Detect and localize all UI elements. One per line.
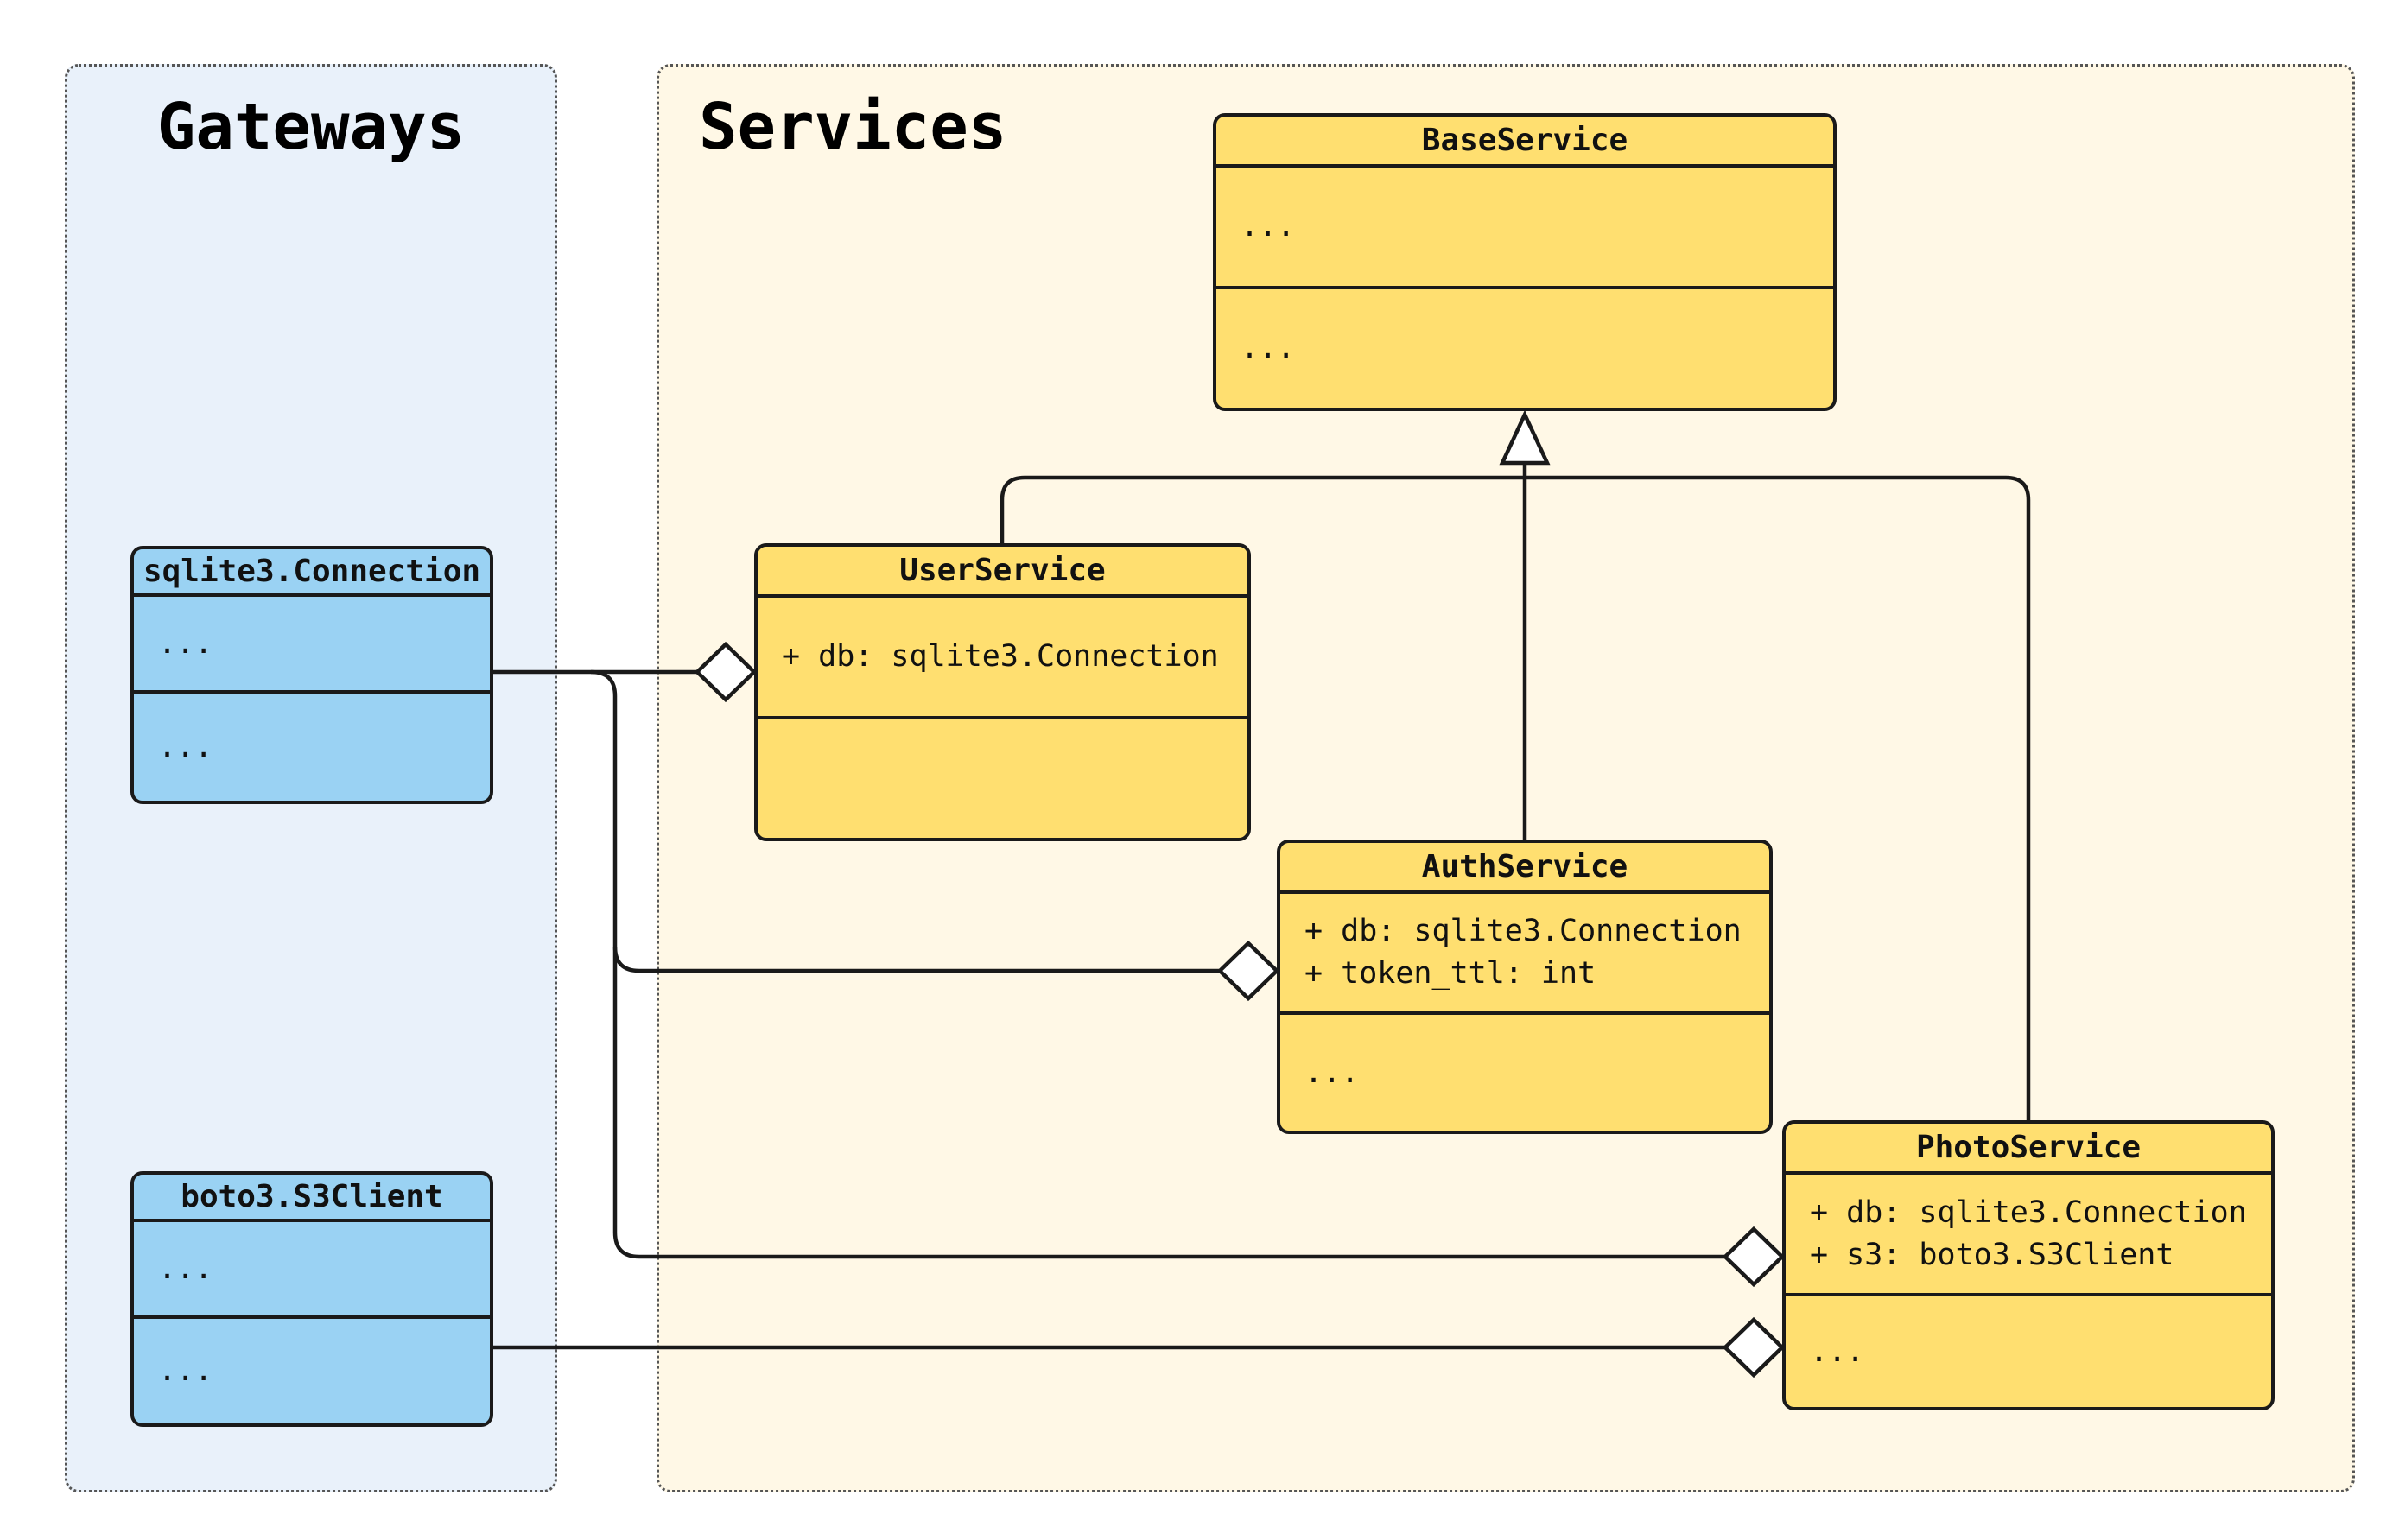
class-box-sqlite3-connection: sqlite3.Connection ... ... (130, 546, 493, 804)
class-box-baseservice: BaseService ... ... (1213, 113, 1837, 411)
attribute-line: + token_ttl: int (1304, 956, 1596, 991)
attribute-line: + db: sqlite3.Connection (1810, 1195, 2247, 1230)
attribute-line: ... (158, 1251, 213, 1286)
gateways-panel-title: Gateways (156, 90, 466, 164)
class-title: PhotoService (1915, 1130, 2142, 1165)
class-title: AuthService (1421, 849, 1628, 884)
class-methods-section: ... (1280, 1011, 1769, 1131)
attribute-line: ... (1241, 209, 1296, 244)
class-title: UserService (899, 553, 1106, 588)
class-attributes-section: ... (134, 593, 490, 690)
attribute-line: + db: sqlite3.Connection (1304, 914, 1742, 948)
attribute-line: + s3: boto3.S3Client (1810, 1237, 2174, 1272)
class-methods-section: ... (134, 1315, 490, 1423)
method-line: ... (1304, 1055, 1360, 1090)
attribute-line: + db: sqlite3.Connection (782, 639, 1219, 674)
method-line: ... (1810, 1334, 1865, 1369)
class-methods-section (758, 716, 1247, 838)
class-attributes-section: + db: sqlite3.Connection (758, 594, 1247, 716)
method-line: ... (1241, 331, 1296, 365)
method-line: ... (158, 729, 213, 764)
class-title: boto3.S3Client (181, 1179, 443, 1214)
class-attributes-section: + db: sqlite3.Connection + token_ttl: in… (1280, 890, 1769, 1011)
class-title: sqlite3.Connection (143, 554, 481, 589)
class-attributes-section: ... (134, 1219, 490, 1315)
services-panel-title: Services (699, 90, 1007, 164)
class-box-userservice: UserService + db: sqlite3.Connection (754, 543, 1251, 841)
class-methods-section: ... (134, 690, 490, 801)
method-line: ... (158, 1353, 213, 1388)
class-methods-section: ... (1216, 286, 1833, 408)
class-methods-section: ... (1786, 1293, 2271, 1407)
attribute-line: ... (158, 625, 213, 661)
class-box-authservice: AuthService + db: sqlite3.Connection + t… (1277, 840, 1773, 1134)
class-attributes-section: ... (1216, 164, 1833, 286)
class-attributes-section: + db: sqlite3.Connection + s3: boto3.S3C… (1786, 1171, 2271, 1293)
class-box-photoservice: PhotoService + db: sqlite3.Connection + … (1782, 1120, 2275, 1410)
class-box-boto3-s3client: boto3.S3Client ... ... (130, 1171, 493, 1427)
class-title: BaseService (1421, 123, 1628, 158)
